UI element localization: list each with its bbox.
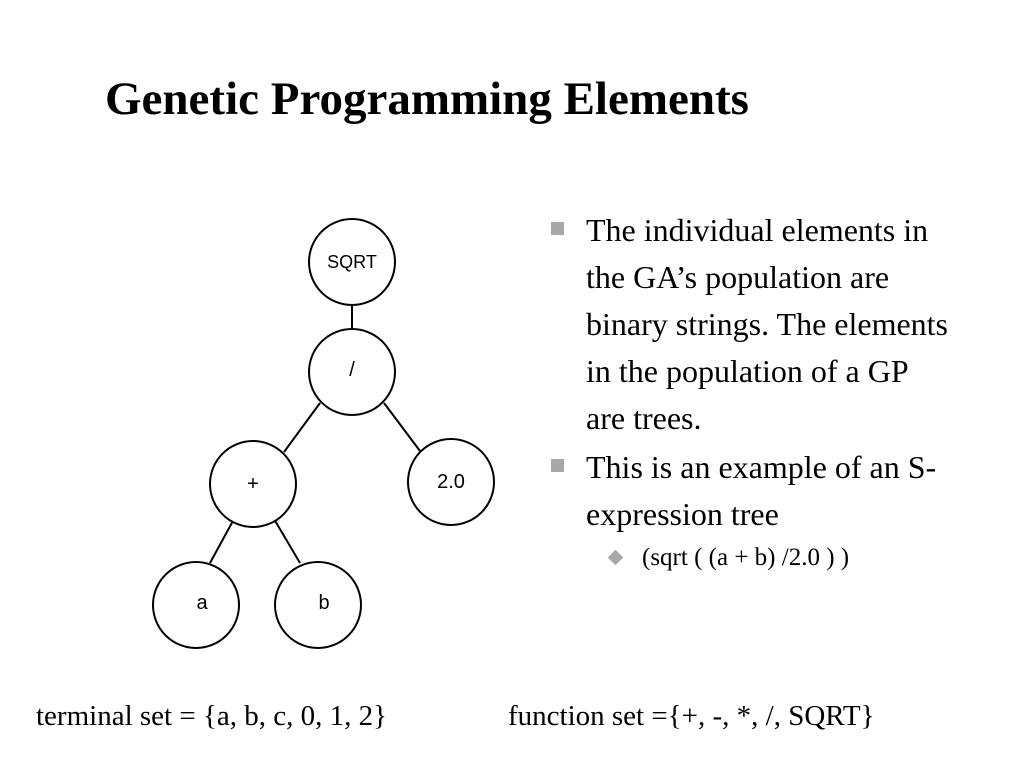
tree-node-sqrt-label: SQRT bbox=[327, 252, 377, 272]
bullet-text-2: This is an example of an S-expression tr… bbox=[586, 449, 937, 532]
tree-node-plus: + bbox=[209, 440, 297, 528]
tree-node-const: 2.0 bbox=[407, 438, 495, 526]
sub-bullet-item: (sqrt ( (a + b) /2.0 ) ) bbox=[607, 540, 948, 576]
tree-node-b-circle bbox=[274, 561, 362, 649]
sub-bullet-text: (sqrt ( (a + b) /2.0 ) ) bbox=[642, 544, 850, 571]
square-bullet-icon bbox=[551, 459, 564, 472]
tree-node-a-circle bbox=[152, 561, 240, 649]
tree-edge-plus-b bbox=[273, 518, 301, 564]
diamond-bullet-icon bbox=[607, 549, 624, 566]
tree-node-divide: / bbox=[308, 328, 396, 416]
tree-node-plus-circle bbox=[209, 440, 297, 528]
bullet-text-1: The individual elements in the GA’s popu… bbox=[586, 212, 948, 436]
tree-node-plus-label: + bbox=[247, 473, 259, 495]
tree-node-divide-label: / bbox=[349, 359, 355, 381]
tree-node-b: b bbox=[274, 561, 362, 649]
tree-edge-divide-const bbox=[383, 402, 421, 452]
terminal-set: terminal set = {a, b, c, 0, 1, 2} bbox=[36, 700, 388, 732]
bullet-item-2: This is an example of an S-expression tr… bbox=[548, 444, 948, 538]
tree-node-divide-circle bbox=[308, 328, 396, 416]
tree-node-sqrt: SQRT bbox=[308, 218, 396, 306]
tree-node-a-label: a bbox=[196, 592, 208, 614]
tree-edge-plus-a bbox=[209, 518, 235, 564]
function-set: function set ={+, -, *, /, SQRT} bbox=[508, 700, 875, 732]
tree-edge-divide-plus bbox=[283, 402, 321, 453]
bullet-list: The individual elements in the GA’s popu… bbox=[548, 207, 948, 576]
tree-node-const-circle bbox=[407, 438, 495, 526]
tree-node-sqrt-circle bbox=[308, 218, 396, 306]
tree-node-const-label: 2.0 bbox=[437, 471, 465, 493]
tree-node-a: a bbox=[152, 561, 240, 649]
tree-node-b-label: b bbox=[318, 592, 329, 614]
slide-title: Genetic Programming Elements bbox=[105, 73, 749, 125]
square-bullet-icon bbox=[551, 222, 564, 235]
bullet-item-1: The individual elements in the GA’s popu… bbox=[548, 207, 948, 442]
